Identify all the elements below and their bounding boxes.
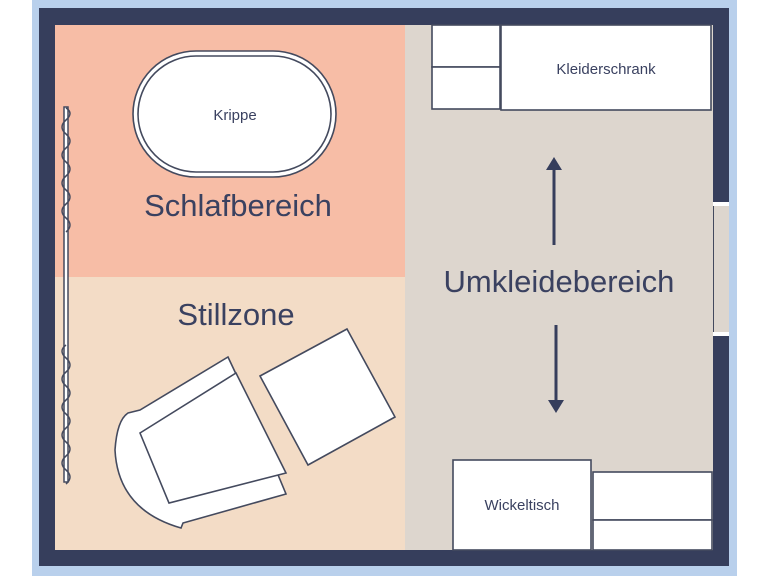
- ottoman-icon: [258, 327, 397, 467]
- door-opening: [713, 202, 729, 336]
- changing-table-label: Wickeltisch: [484, 497, 559, 514]
- crib-label: Krippe: [213, 107, 256, 124]
- crib: Krippe: [132, 50, 337, 178]
- armchair-icon: [114, 355, 288, 529]
- wardrobe: Kleiderschrank: [431, 24, 712, 111]
- changing-zone-label: Umkleidebereich: [444, 264, 675, 299]
- sleep-zone-label: Schlafbereich: [144, 188, 332, 223]
- arrow-up-icon: [546, 157, 562, 245]
- wardrobe-label: Kleiderschrank: [556, 61, 656, 78]
- changing-table: Wickeltisch: [452, 459, 713, 551]
- window-curtain-icon: [61, 106, 71, 485]
- nursing-zone-label: Stillzone: [177, 297, 294, 332]
- arrow-down-icon: [548, 325, 564, 413]
